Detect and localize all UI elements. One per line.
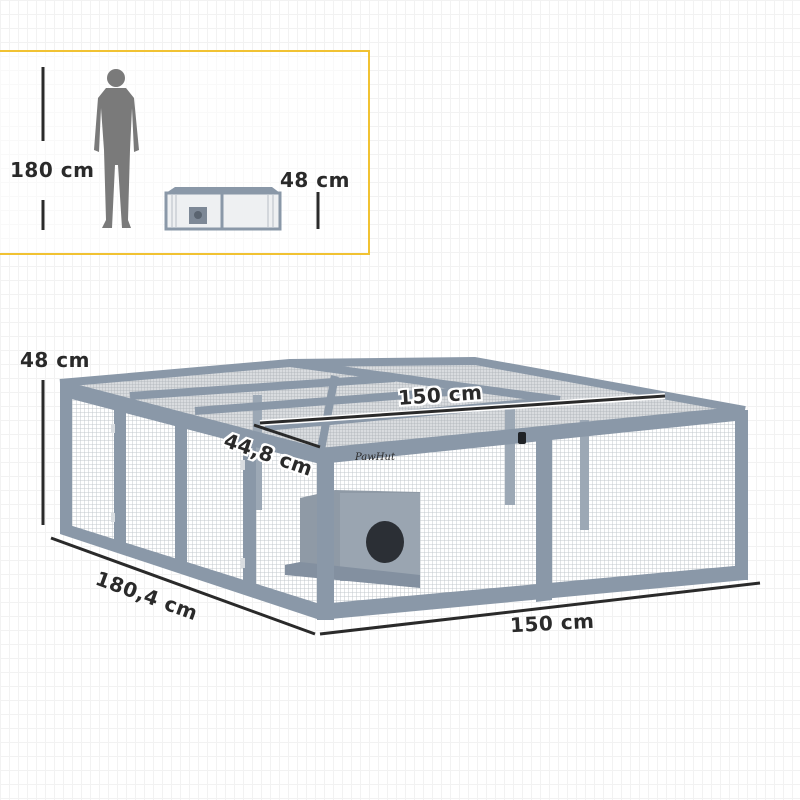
brand-logo: PawHut	[355, 452, 395, 463]
top-width-dimension-line-inner	[259, 394, 666, 425]
main-width-dimension-line	[319, 581, 761, 636]
top-depth-dimension-line	[253, 423, 321, 449]
human-silhouette-icon	[94, 69, 139, 228]
main-height-label: 48 cm	[20, 348, 90, 372]
house-entrance-hole	[366, 521, 404, 563]
main-width-label: 150 cm	[509, 608, 595, 638]
hideaway-house	[285, 490, 420, 588]
door-latch-icon	[518, 432, 526, 444]
inset-product-height-label: 48 cm	[280, 168, 350, 192]
pen-thumbnail-icon	[164, 187, 282, 231]
top-width-label: 150 cm	[397, 380, 484, 410]
main-depth-dimension-line	[50, 536, 316, 636]
inset-person-height-label: 180 cm	[10, 158, 95, 182]
